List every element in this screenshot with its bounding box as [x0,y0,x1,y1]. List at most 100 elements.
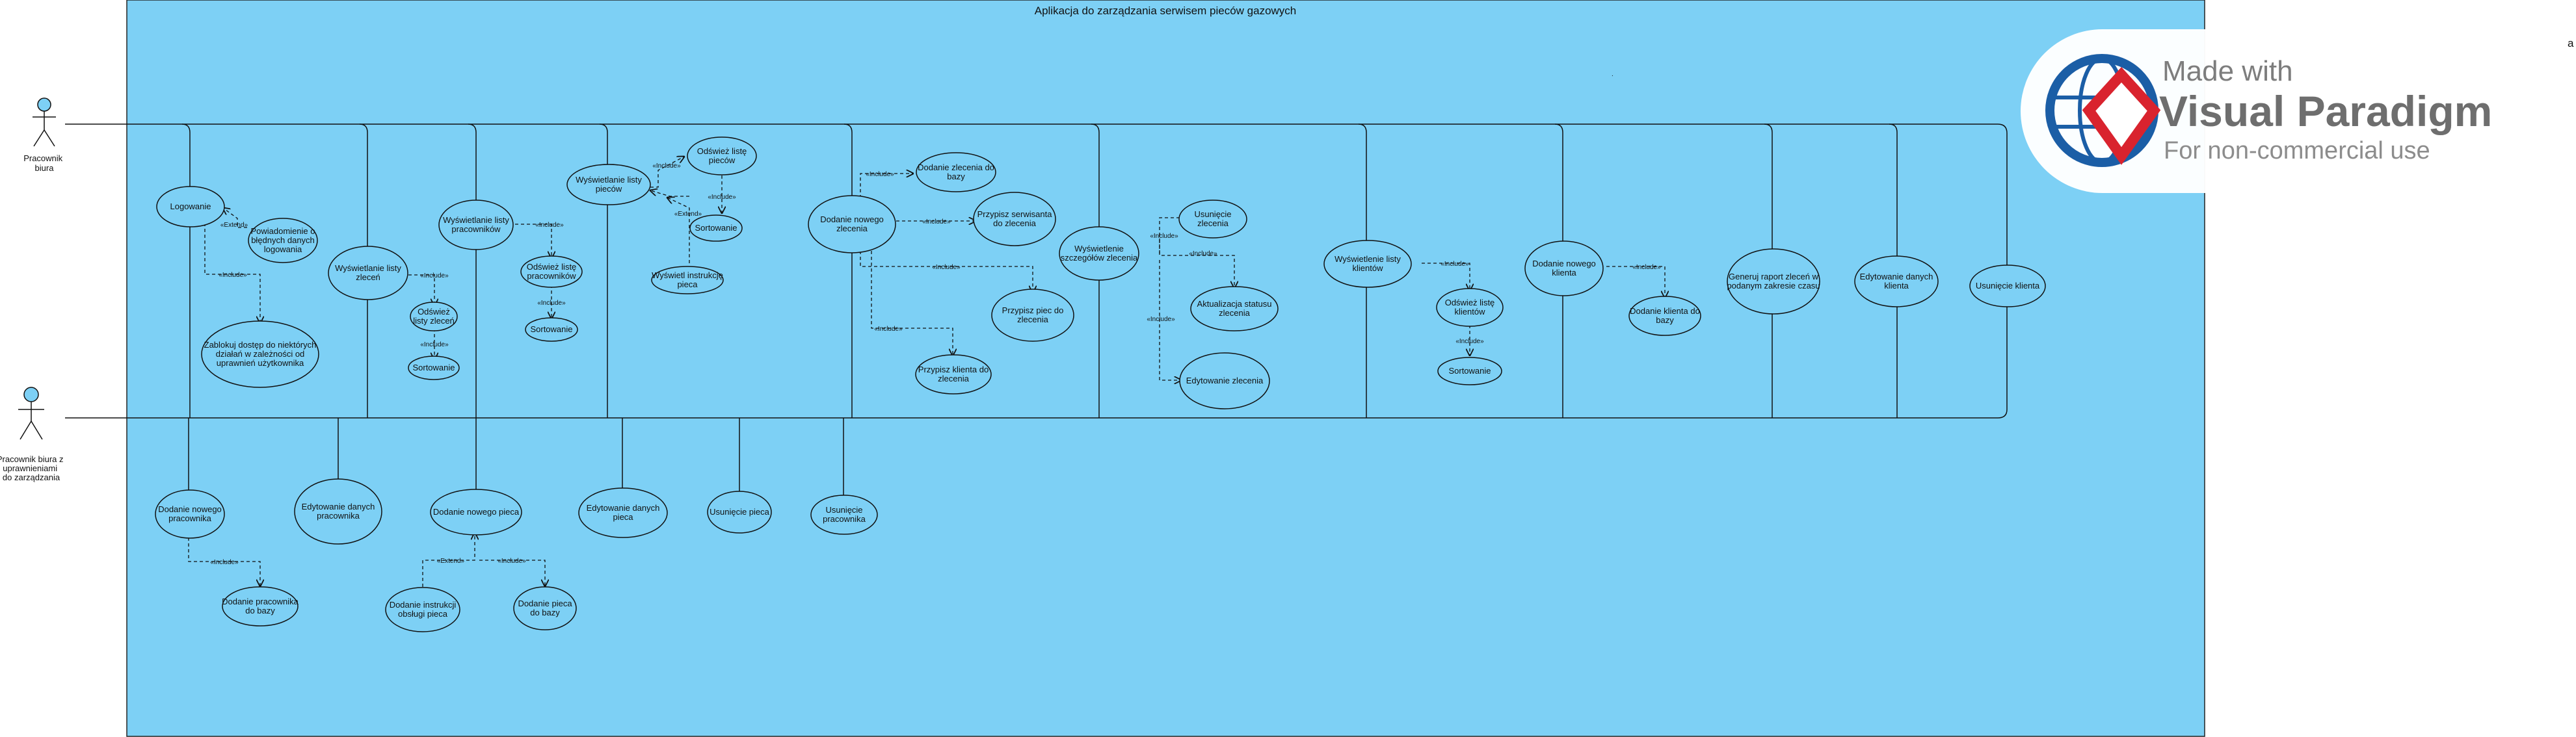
use-case-ellipse [222,586,299,627]
use-case-add-furnace: Dodanie nowego pieca [430,489,522,536]
use-case-ellipse [1178,200,1247,239]
use-case-ellipse [1628,296,1701,336]
use-case-ellipse [566,164,651,205]
use-case-ellipse [1190,286,1279,331]
use-case-label: Logowanie [170,201,211,211]
use-case-ellipse [1727,248,1820,315]
extend-label: «Extend» [674,211,702,218]
use-case-ellipse [687,136,757,175]
relation-labels: «Extend» «Include» «Include» «Include» «… [210,162,1661,566]
actor-manager-label: Pracownik biura z uprawnieniami do zarzą… [0,454,66,482]
use-case-ellipse [915,354,992,394]
use-case-ellipse [248,218,318,263]
use-case-label: Sortowanie [412,363,455,372]
include-label: «Include» [1147,316,1175,323]
extend-label: «Extend» [220,222,248,229]
use-case-ellipse [973,192,1056,246]
use-case-ellipse [810,495,878,535]
use-case-ellipse [156,186,225,227]
stray-dot: . [1612,71,1613,78]
use-case-ellipse [707,491,772,534]
use-case-ellipse [916,152,996,192]
include-label: «Include» [535,222,564,229]
use-case-ellipse [408,356,460,380]
use-case-ellipse [294,478,382,545]
use-case-ellipse [1059,226,1139,281]
use-case-ellipse [1179,352,1270,409]
use-case-ellipse [1436,288,1504,327]
use-case-ellipse [1854,255,1939,307]
use-case-ellipse [385,587,460,632]
use-case-label: Sortowanie [530,324,572,334]
include-label: «Include» [1632,264,1661,271]
system-boundary [126,0,2205,737]
diamond-logo-icon [2082,67,2161,165]
use-case-label: Sortowanie [1448,366,1491,376]
use-case-ellipse [438,200,514,250]
include-label: «Include» [866,171,894,178]
stray-corner-letter: a [2568,37,2574,49]
include-label: «Include» [1189,250,1217,257]
use-case-ellipse [1969,265,2046,307]
use-case-label: Sortowanie [695,223,737,233]
watermark-made-with: Made with [2162,55,2293,87]
include-label: «Include» [708,194,736,201]
use-case-sort-orders: Sortowanie [408,356,460,380]
use-case-ellipse [808,195,896,253]
include-label: «Include» [1455,338,1484,345]
use-case-sort-clients: Sortowanie [1437,357,1502,385]
system-title: Aplikacja do zarządzania serwisem pieców… [1035,5,1297,17]
use-case-ellipse [525,317,578,342]
include-label: «Include» [652,162,681,170]
use-case-ellipse [689,214,743,242]
watermark-note: For non-commercial use [2164,137,2430,164]
use-case-label: Dodanie nowego pieca [433,507,520,517]
use-case-edit-order: Edytowanie zlecenia [1179,352,1270,409]
use-case-ellipse [201,320,319,388]
actor-manager [18,387,44,440]
use-case-ellipse [513,586,577,630]
use-case-ellipse [578,487,668,538]
actor-office-worker-label: Pracownik biura [23,153,65,173]
use-case-ellipse [991,289,1074,342]
use-case-delete-client: Usunięcie klienta [1969,265,2046,307]
include-label: «Include» [420,272,449,279]
extend-label: «Extend» [437,558,465,565]
